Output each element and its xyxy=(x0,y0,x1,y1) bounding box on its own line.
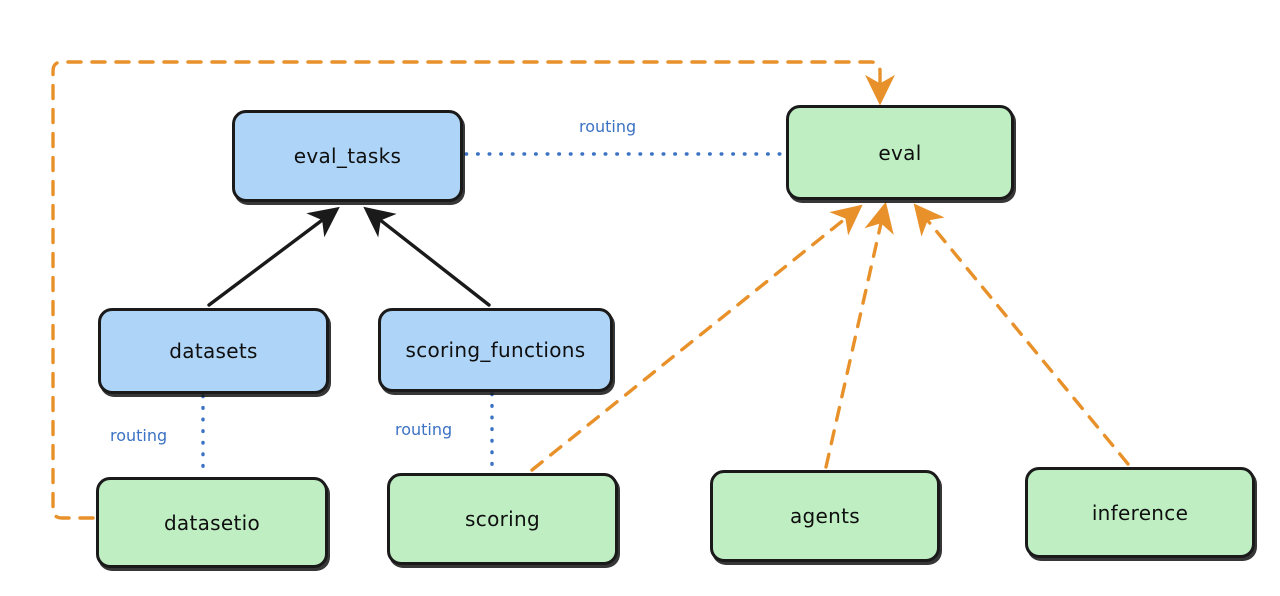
edge-datasets-to-eval-tasks xyxy=(207,206,340,307)
node-label: datasets xyxy=(169,339,258,363)
node-agents[interactable]: agents xyxy=(710,470,940,562)
edge-eval-to-datasetio xyxy=(51,60,895,520)
node-label: eval_tasks xyxy=(293,144,402,168)
edge-label-routing-scoring-functions-scoring: routing xyxy=(395,420,453,439)
node-label: eval xyxy=(878,140,922,165)
node-scoring[interactable]: scoring xyxy=(387,473,618,565)
edge-agents-to-eval xyxy=(824,201,894,469)
edge-scoring-to-eval xyxy=(530,204,863,472)
edge-label-routing-eval-tasks-eval: routing xyxy=(579,117,637,136)
node-datasetio[interactable]: datasetio xyxy=(96,477,328,568)
node-label: datasetio xyxy=(163,510,261,535)
node-label: scoring xyxy=(465,507,540,531)
node-datasets[interactable]: datasets xyxy=(98,308,329,394)
edge-inference-to-eval xyxy=(913,203,1130,466)
node-inference[interactable]: inference xyxy=(1025,467,1255,558)
edge-scoring-functions-to-eval-tasks xyxy=(363,206,491,307)
node-label: inference xyxy=(1091,500,1189,525)
edge-label-routing-datasets-datasetio: routing xyxy=(110,426,168,445)
node-scoring-functions[interactable]: scoring_functions xyxy=(378,308,613,392)
node-label: agents xyxy=(790,504,860,528)
node-label: scoring_functions xyxy=(405,338,586,362)
node-eval-tasks[interactable]: eval_tasks xyxy=(232,110,463,202)
node-eval[interactable]: eval xyxy=(786,105,1014,200)
